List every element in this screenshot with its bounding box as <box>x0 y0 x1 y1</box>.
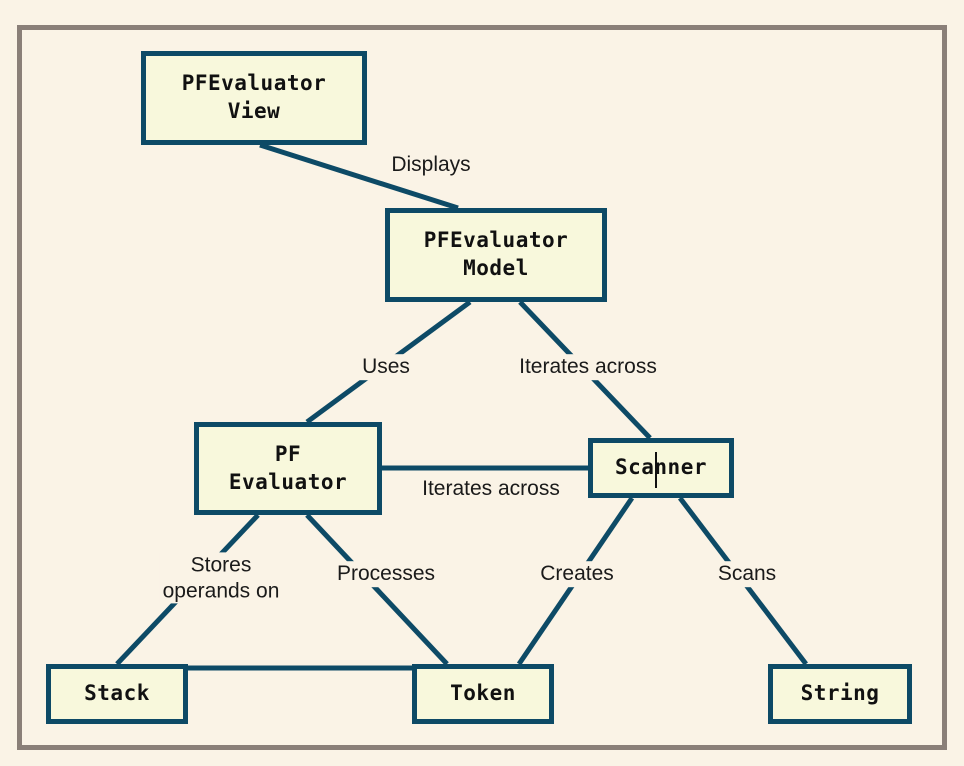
node-label-scanner: Scanner <box>614 455 707 480</box>
node-pfevaluator-view[interactable]: PFEvaluator View <box>141 51 367 145</box>
edge-processes[interactable] <box>305 513 449 666</box>
node-token[interactable]: Token <box>412 664 554 724</box>
edge-label-iterates-model[interactable]: Iterates across <box>516 354 660 380</box>
node-label-token: Token <box>450 681 516 706</box>
node-label-pfevaluator-view: PFEvaluator View <box>181 71 327 123</box>
edge-label-processes[interactable]: Processes <box>333 561 439 587</box>
node-string[interactable]: String <box>768 664 912 724</box>
node-label-pf-evaluator: PF Evaluator <box>228 441 348 494</box>
edge-label-uses[interactable]: Uses <box>359 354 413 380</box>
node-scanner[interactable]: Scanner <box>588 438 734 498</box>
node-pf-evaluator[interactable]: PF Evaluator <box>194 422 382 515</box>
node-label-string: String <box>800 681 880 706</box>
text-cursor-caret <box>655 452 657 488</box>
node-stack[interactable]: Stack <box>46 664 188 724</box>
edge-label-stores-operands[interactable]: Stores operands on <box>159 552 283 604</box>
edge-label-iterates-pf[interactable]: Iterates across <box>419 476 563 502</box>
edge-label-creates[interactable]: Creates <box>537 561 617 587</box>
edge-label-scans[interactable]: Scans <box>714 561 780 587</box>
node-label-stack: Stack <box>84 681 150 706</box>
node-label-pfevaluator-model: PFEvaluator Model <box>423 228 569 280</box>
node-pfevaluator-model[interactable]: PFEvaluator Model <box>385 208 607 302</box>
edge-label-displays[interactable]: Displays <box>388 152 474 178</box>
